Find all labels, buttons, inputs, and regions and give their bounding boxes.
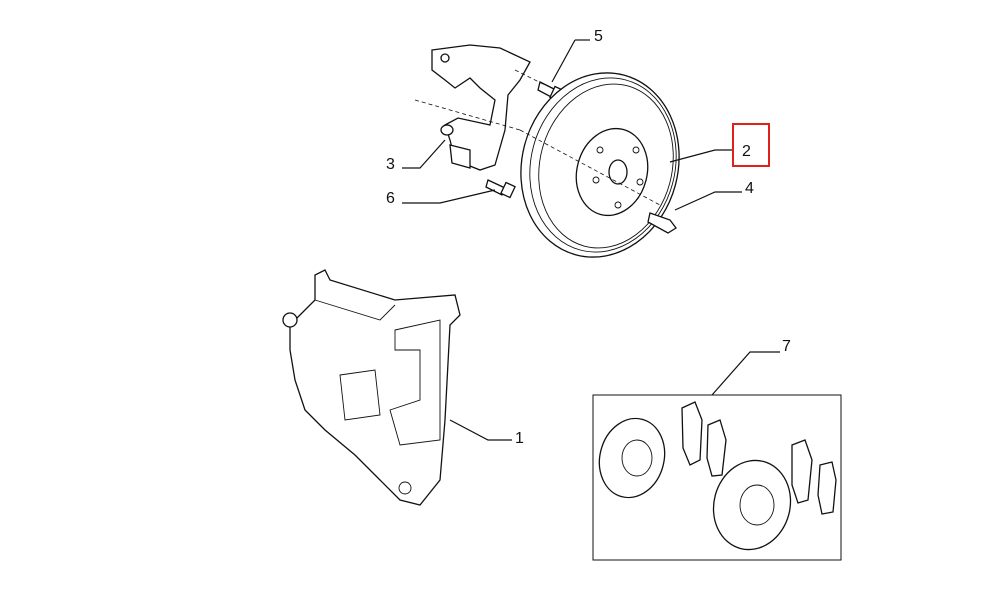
- leader-6: [402, 189, 496, 204]
- bolt-6: [485, 179, 516, 199]
- leader-5: [551, 39, 576, 83]
- leader-4: [674, 191, 742, 211]
- leader-3: [402, 139, 446, 169]
- callout-2[interactable]: 2: [742, 143, 751, 160]
- leader-7: [711, 351, 780, 396]
- callout-5[interactable]: 5: [594, 28, 603, 45]
- callout-1[interactable]: 1: [515, 430, 524, 447]
- brake-disc: [414, 72, 680, 258]
- disc-screw: [647, 212, 677, 234]
- highlight-box: [732, 123, 770, 167]
- callout-4[interactable]: 4: [745, 180, 754, 197]
- callout-3[interactable]: 3: [386, 156, 395, 173]
- brake-caliper: [282, 269, 461, 506]
- leader-2: [669, 149, 733, 163]
- leader-1: [449, 419, 512, 441]
- kit-box: [592, 394, 842, 561]
- dust-shield: [431, 44, 531, 171]
- callout-6[interactable]: 6: [386, 190, 395, 207]
- callout-7[interactable]: 7: [782, 338, 791, 355]
